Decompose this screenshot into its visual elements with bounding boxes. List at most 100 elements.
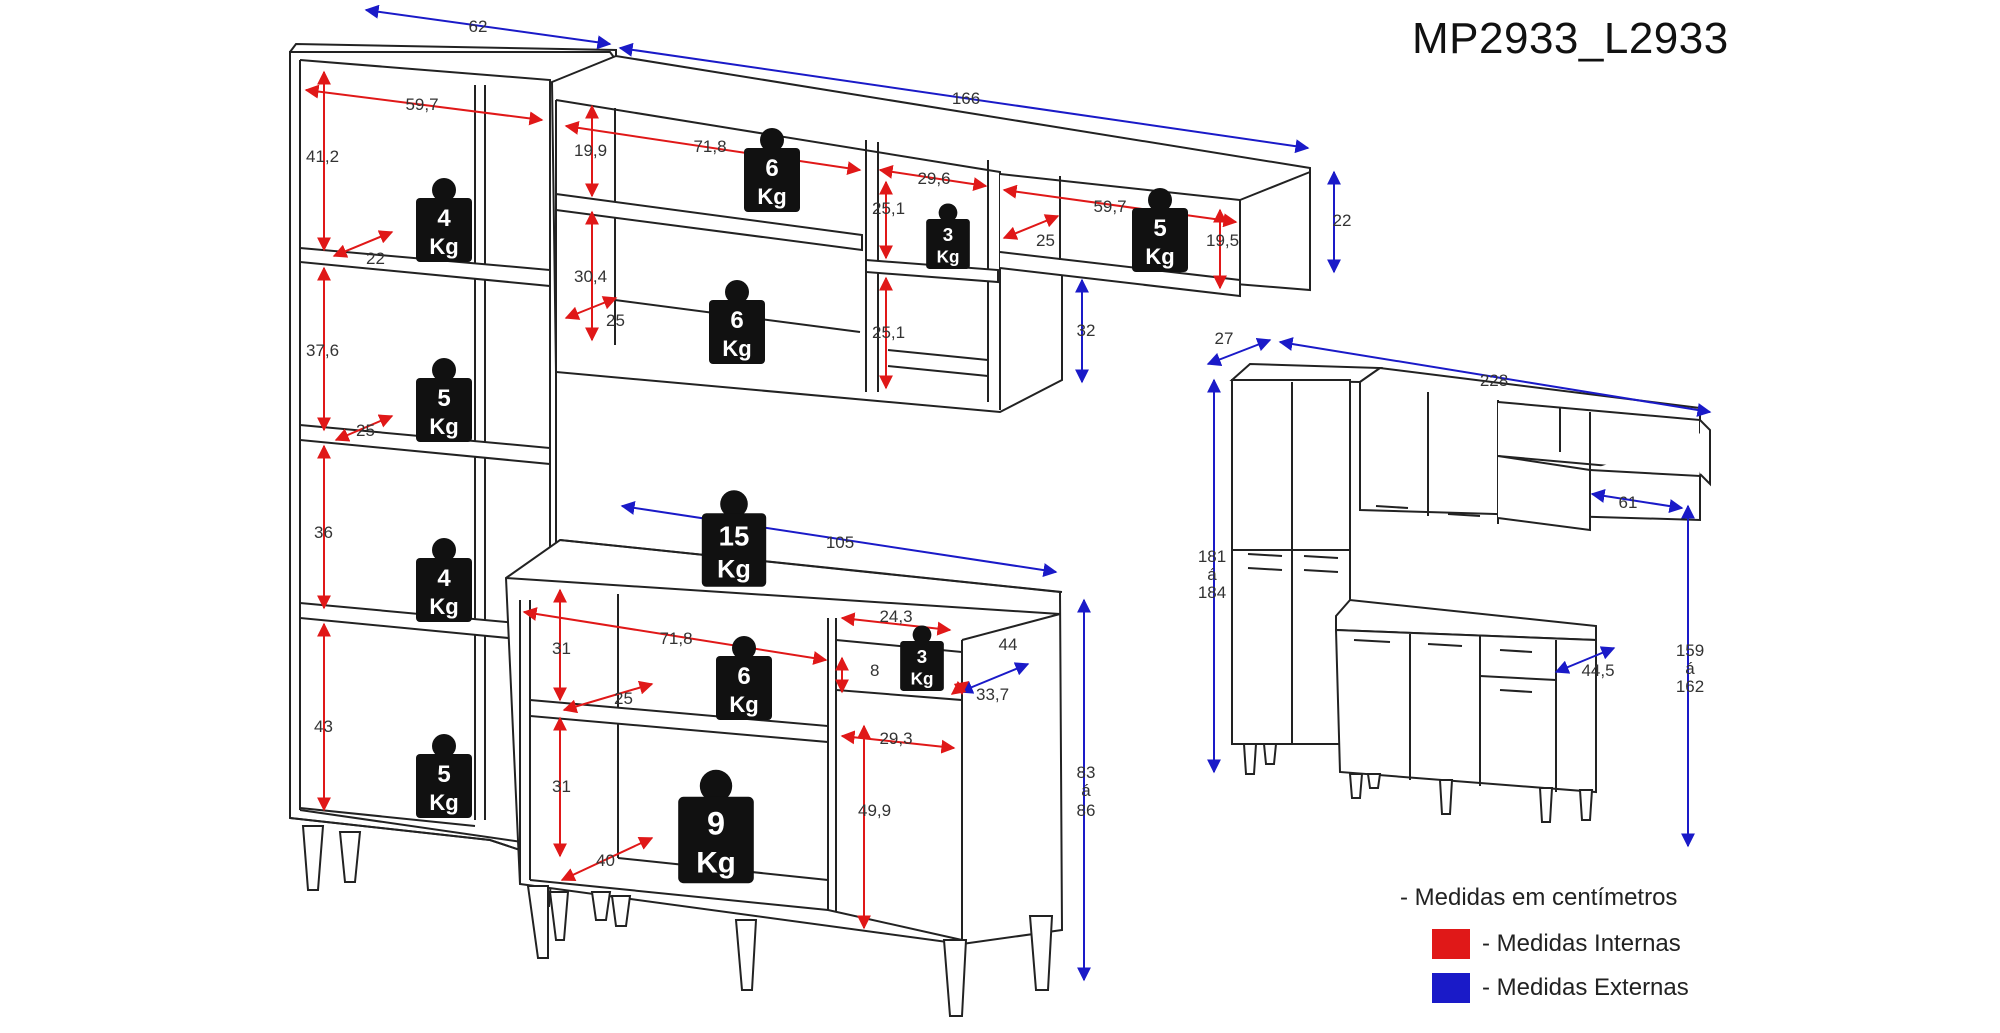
dim-upper-right-height: 19,5 <box>1206 231 1239 250</box>
legend-internal: - Medidas Internas <box>1400 924 1689 964</box>
external-dimension-labels: 62 166 22 32 105 44 83 á 86 27 228 181 á… <box>469 17 1705 820</box>
dim-upper-right-width: 59,7 <box>1093 197 1126 216</box>
dim-drawer-height: 8 <box>870 661 879 680</box>
dim-overview-height-1: 159 <box>1676 641 1704 660</box>
lower-legs <box>526 885 1054 1017</box>
dim-overview-tall-3: 184 <box>1198 583 1226 602</box>
dim-lower-right-height: 49,9 <box>858 801 891 820</box>
weight-value: 4 <box>437 205 451 232</box>
weight-badge-lower-bottom: 9 Kg <box>678 769 754 884</box>
weight-value: 4 <box>437 565 451 592</box>
internal-dimension-labels: 59,7 41,2 22 37,6 25 36 43 71,8 19,9 30,… <box>306 95 1239 870</box>
dim-counter-height-3: 86 <box>1077 801 1096 820</box>
dim-lower-h2: 31 <box>552 777 571 796</box>
dim-counter-width: 105 <box>826 533 854 552</box>
dim-tall-inner-width: 59,7 <box>405 95 438 114</box>
weight-unit: Kg <box>1145 244 1174 269</box>
dim-upper-left-depth: 25 <box>606 311 625 330</box>
weight-value: 15 <box>719 520 750 551</box>
weight-unit: Kg <box>429 234 458 259</box>
weight-unit: Kg <box>429 414 458 439</box>
weight-unit: Kg <box>429 790 458 815</box>
dim-tall-h1: 41,2 <box>306 147 339 166</box>
dim-overview-height-2: á <box>1685 659 1695 678</box>
weight-badge-counter: 15 Kg <box>701 490 767 587</box>
weight-unit: Kg <box>722 336 751 361</box>
external-dimension-lines <box>364 4 1712 982</box>
weight-badge-tall-1: 4 Kg <box>416 178 472 262</box>
dim-tall-width: 62 <box>469 17 488 36</box>
weight-value: 6 <box>737 663 750 690</box>
dim-upper-left-width: 71,8 <box>693 137 726 156</box>
dim-upper-left-h1: 19,9 <box>574 141 607 160</box>
legend-internal-swatch <box>1432 929 1470 959</box>
overview-legs <box>1242 743 1594 823</box>
weight-badge-upper-mid: 3 Kg <box>926 203 970 269</box>
dim-upper-width: 166 <box>952 89 980 108</box>
legend: - Medidas em centímetros - Medidas Inter… <box>1400 878 1689 1012</box>
dim-upper-mid-width: 29,6 <box>917 169 950 188</box>
dim-tall-h3: 36 <box>314 523 333 542</box>
legend-note-text: - Medidas em centímetros <box>1400 884 1678 911</box>
dim-overview-height-3: 162 <box>1676 677 1704 696</box>
weight-badge-upper-right: 5 Kg <box>1132 188 1188 272</box>
legend-note: - Medidas em centímetros <box>1400 878 1689 918</box>
dim-upper-mid-h1: 25,1 <box>872 199 905 218</box>
dim-counter-depth: 44 <box>999 635 1018 654</box>
legend-external-label: - Medidas Externas <box>1482 974 1689 1001</box>
weight-unit: Kg <box>696 846 736 879</box>
dim-lower-depth1: 25 <box>614 689 633 708</box>
legend-external-swatch <box>1432 973 1470 1003</box>
weight-badge-drawer: 3 Kg <box>900 625 944 691</box>
legend-internal-label: - Medidas Internas <box>1482 930 1681 957</box>
weight-unit: Kg <box>757 184 786 209</box>
dim-upper-mid-h2: 25,1 <box>872 323 905 342</box>
dim-overview-tall-1: 181 <box>1198 547 1226 566</box>
weight-value: 5 <box>437 761 450 788</box>
lower-cabinet <box>504 538 1064 946</box>
weight-value: 9 <box>707 806 725 842</box>
dim-overview-depth: 27 <box>1215 329 1234 348</box>
dim-lower-depth2: 40 <box>596 851 615 870</box>
dim-overview-counter-depth: 44,5 <box>1581 661 1614 680</box>
weight-value: 6 <box>765 155 778 182</box>
dim-tall-h2: 37,6 <box>306 341 339 360</box>
weight-value: 3 <box>917 646 927 667</box>
weight-badge-tall-4: 5 Kg <box>416 734 472 818</box>
weight-badge-lower-top: 6 Kg <box>716 636 772 720</box>
dim-lower-inner-width: 71,8 <box>659 629 692 648</box>
weight-unit: Kg <box>729 692 758 717</box>
dim-drawer-depth: 33,7 <box>976 685 1009 704</box>
weight-unit: Kg <box>911 669 934 689</box>
dim-tall-h4: 43 <box>314 717 333 736</box>
weight-badge-upper-left-bottom: 6 Kg <box>709 280 765 364</box>
dim-overview-width: 228 <box>1480 371 1508 390</box>
internal-dimension-lines <box>304 70 1238 930</box>
dim-lower-h1: 31 <box>552 639 571 658</box>
dim-upper-height: 22 <box>1333 211 1352 230</box>
dim-counter-height-1: 83 <box>1077 763 1096 782</box>
weight-unit: Kg <box>717 556 751 584</box>
legend-external: - Medidas Externas <box>1400 968 1689 1008</box>
weight-badge-upper-left-top: 6 Kg <box>744 128 800 212</box>
weight-value: 5 <box>437 385 450 412</box>
dim-overview-tall-2: á <box>1207 565 1217 584</box>
weight-value: 3 <box>943 224 953 245</box>
dim-tall-d1: 22 <box>366 249 385 268</box>
weight-badge-tall-3: 4 Kg <box>416 538 472 622</box>
model-code: MP2933_L2933 <box>1412 14 1729 63</box>
dim-lower-right-width: 29,3 <box>879 729 912 748</box>
dim-overview-niche-width: 61 <box>1619 493 1638 512</box>
weight-badge-tall-2: 5 Kg <box>416 358 472 442</box>
weight-unit: Kg <box>429 594 458 619</box>
overview-kitchen <box>1229 362 1711 794</box>
weight-value: 6 <box>730 307 743 334</box>
dim-upper-right-depth: 25 <box>1036 231 1055 250</box>
weight-value: 5 <box>1153 215 1166 242</box>
dim-upper-mid-height: 32 <box>1077 321 1096 340</box>
dim-counter-height-2: á <box>1081 781 1091 800</box>
dim-drawer-width: 24,3 <box>879 607 912 626</box>
weight-unit: Kg <box>937 247 960 267</box>
